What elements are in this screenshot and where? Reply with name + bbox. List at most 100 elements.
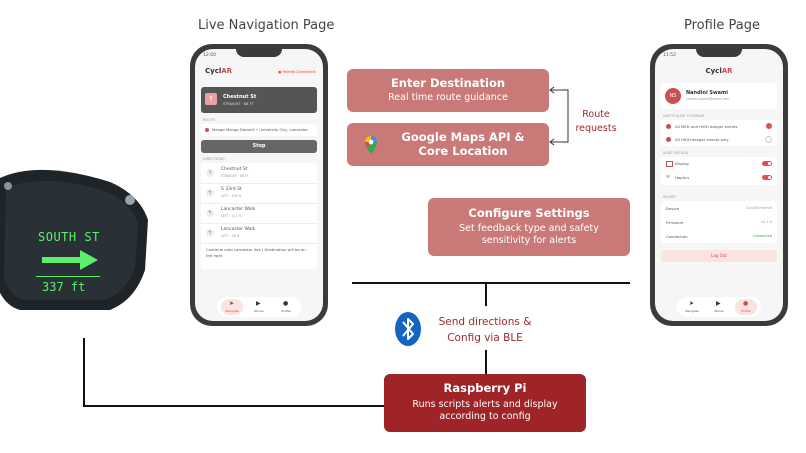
step-street: S 33rd St (221, 187, 242, 192)
safety-section-label: SAFETY ALERT COVERAGE (663, 114, 705, 118)
connection-value: Connected (753, 234, 772, 238)
person-icon: ● (283, 300, 289, 307)
tab-navigate[interactable]: ➤ Navigate (681, 299, 703, 315)
tab-profile[interactable]: ● Profile (275, 299, 297, 315)
maps-api-title-line1: Google Maps API & (401, 130, 525, 144)
display-toggle[interactable] (762, 161, 772, 166)
step-sub: LEFT · 394 ft (221, 194, 241, 198)
step-arrow-icon: ↰ (206, 209, 214, 217)
step-sub: STRAIGHT · 88 FT (221, 174, 249, 178)
step-sub: LEFT · 312 ft (221, 214, 241, 218)
arrow-right-icon (42, 250, 98, 270)
route-card: Mango Mango Dessert • University City, L… (201, 124, 317, 136)
live-nav-page-label: Live Navigation Page (198, 18, 335, 33)
directions-section-label: DIRECTIONS (203, 157, 225, 161)
stop-button[interactable]: Stop (201, 140, 317, 153)
safety-options-card: All MED and HIGH danger events All HIGH … (661, 120, 777, 146)
display-row: Display (661, 157, 777, 171)
helmet-section-label: HELMET (663, 195, 676, 199)
configure-settings-subtitle-line2: sensitivity for alerts (481, 235, 577, 246)
logout-label: Log Out (711, 253, 727, 258)
display-label: Display (675, 161, 689, 166)
smart-glasses: SOUTH ST 337 ft (0, 150, 160, 345)
maps-api-title-line2: Core Location (418, 144, 508, 158)
alert-icon (666, 137, 671, 142)
profile-screen: 11:52 CyclAR NS Nandini Swami nandini.sw… (655, 49, 783, 321)
directions-list: ↑ Chestnut St STRAIGHT · 88 FT ↰ S 33rd … (201, 163, 317, 269)
glasses-visor (0, 169, 148, 310)
helmet-card: Device CyclAR Helmet Firmware v0.1.0 Con… (661, 201, 777, 243)
raspberry-pi-box: Raspberry Pi Runs scripts alerts and dis… (384, 374, 586, 432)
raspberry-pi-subtitle-line1: Runs scripts alerts and display (412, 399, 558, 410)
option-2-radio[interactable]: All HIGH danger events only (661, 133, 777, 146)
send-directions-line1: Send directions & (438, 316, 532, 328)
enter-destination-box: Enter Destination Real time route guidan… (347, 69, 549, 112)
app-logo-b: AR (721, 67, 733, 75)
tab-stores[interactable]: ▶ Stores (708, 299, 730, 315)
maps-api-box: Google Maps API & Core Location (347, 123, 549, 166)
alert-method-section-label: ALERT METHOD (663, 151, 688, 155)
configure-settings-title: Configure Settings (468, 206, 590, 220)
live-navigation-phone: 12:00 CyclAR ● Helmet Connected ↑ Chestn… (190, 44, 328, 326)
nav-screen: 12:00 CyclAR ● Helmet Connected ↑ Chestn… (195, 49, 323, 321)
glasses-divider (36, 276, 100, 277)
configure-settings-box: Configure Settings Set feedback type and… (428, 198, 630, 256)
google-maps-pin-icon (365, 136, 377, 154)
avatar: NS (665, 88, 681, 104)
turn-icon: ↑ (205, 93, 217, 105)
device-value: CyclAR Helmet (745, 206, 772, 210)
tab-navigate[interactable]: ➤ Navigate (221, 299, 243, 315)
final-step-text: Continue onto Lancaster Ave | Destinatio… (206, 247, 306, 258)
step-street: Lancaster Walk (221, 207, 256, 212)
send-directions-line2: Config via BLE (447, 332, 523, 344)
list-item: ↰ S 33rd St LEFT · 394 ft (201, 183, 317, 204)
status-time: 11:52 (663, 53, 676, 58)
tab-navigate-label: Navigate (685, 309, 699, 313)
route-requests-line1: Route (582, 109, 610, 120)
list-item: ↰ Lancaster Walk LEFT · 36 ft (201, 223, 317, 244)
haptics-label: Haptics (675, 175, 690, 180)
tab-stores-label: Stores (714, 309, 724, 313)
alert-method-card: Display ≋ Haptics (661, 157, 777, 185)
step-arrow-icon: ↑ (206, 169, 214, 177)
haptics-row: ≋ Haptics (661, 171, 777, 185)
step-arrow-icon: ↰ (206, 189, 214, 197)
glasses-street-text: SOUTH ST (38, 230, 100, 244)
navigate-icon: ➤ (689, 300, 695, 307)
vertical-line-to-pi (485, 350, 487, 374)
tab-stores[interactable]: ▶ Stores (248, 299, 270, 315)
person-icon: ● (743, 300, 749, 307)
tab-profile-label: Profile (281, 309, 291, 313)
haptics-toggle[interactable] (762, 175, 772, 180)
app-logo: CyclAR (655, 67, 783, 75)
tab-profile[interactable]: ● Profile (735, 299, 757, 315)
user-name: Nandini Swami (686, 90, 728, 96)
status-time: 12:00 (203, 53, 216, 58)
route-requests-line2: requests (575, 123, 617, 134)
display-icon (666, 161, 673, 167)
radio-empty-icon (765, 136, 772, 143)
option-1-radio[interactable]: All MED and HIGH danger events (661, 120, 777, 133)
firmware-value: v0.1.0 (761, 220, 772, 224)
step-sub: LEFT · 36 ft (221, 234, 239, 238)
send-directions-annotation: Send directions & Config via BLE (430, 314, 540, 346)
list-item: ↑ Chestnut St STRAIGHT · 88 FT (201, 163, 317, 184)
helmet-status-badge: ● Helmet Connected (276, 69, 317, 75)
alert-icon (666, 124, 671, 129)
horizontal-line-phones (352, 282, 630, 284)
route-dot-icon (205, 128, 209, 132)
tab-stores-label: Stores (254, 309, 264, 313)
raspberry-pi-subtitle-line2: according to config (439, 411, 531, 422)
enter-destination-subtitle: Real time route guidance (388, 92, 508, 103)
logout-button[interactable]: Log Out (661, 250, 777, 262)
app-logo-b: AR (221, 67, 233, 75)
video-icon: ▶ (256, 300, 261, 307)
route-text: Mango Mango Dessert • University City, L… (212, 127, 308, 132)
phone-notch (236, 49, 282, 57)
profile-page-label: Profile Page (684, 18, 761, 33)
enter-destination-title: Enter Destination (390, 76, 506, 90)
vertical-line-to-bus (485, 282, 487, 306)
firmware-label: Firmware (666, 220, 684, 225)
vertical-line-glasses (83, 338, 85, 406)
bluetooth-icon (395, 312, 421, 346)
